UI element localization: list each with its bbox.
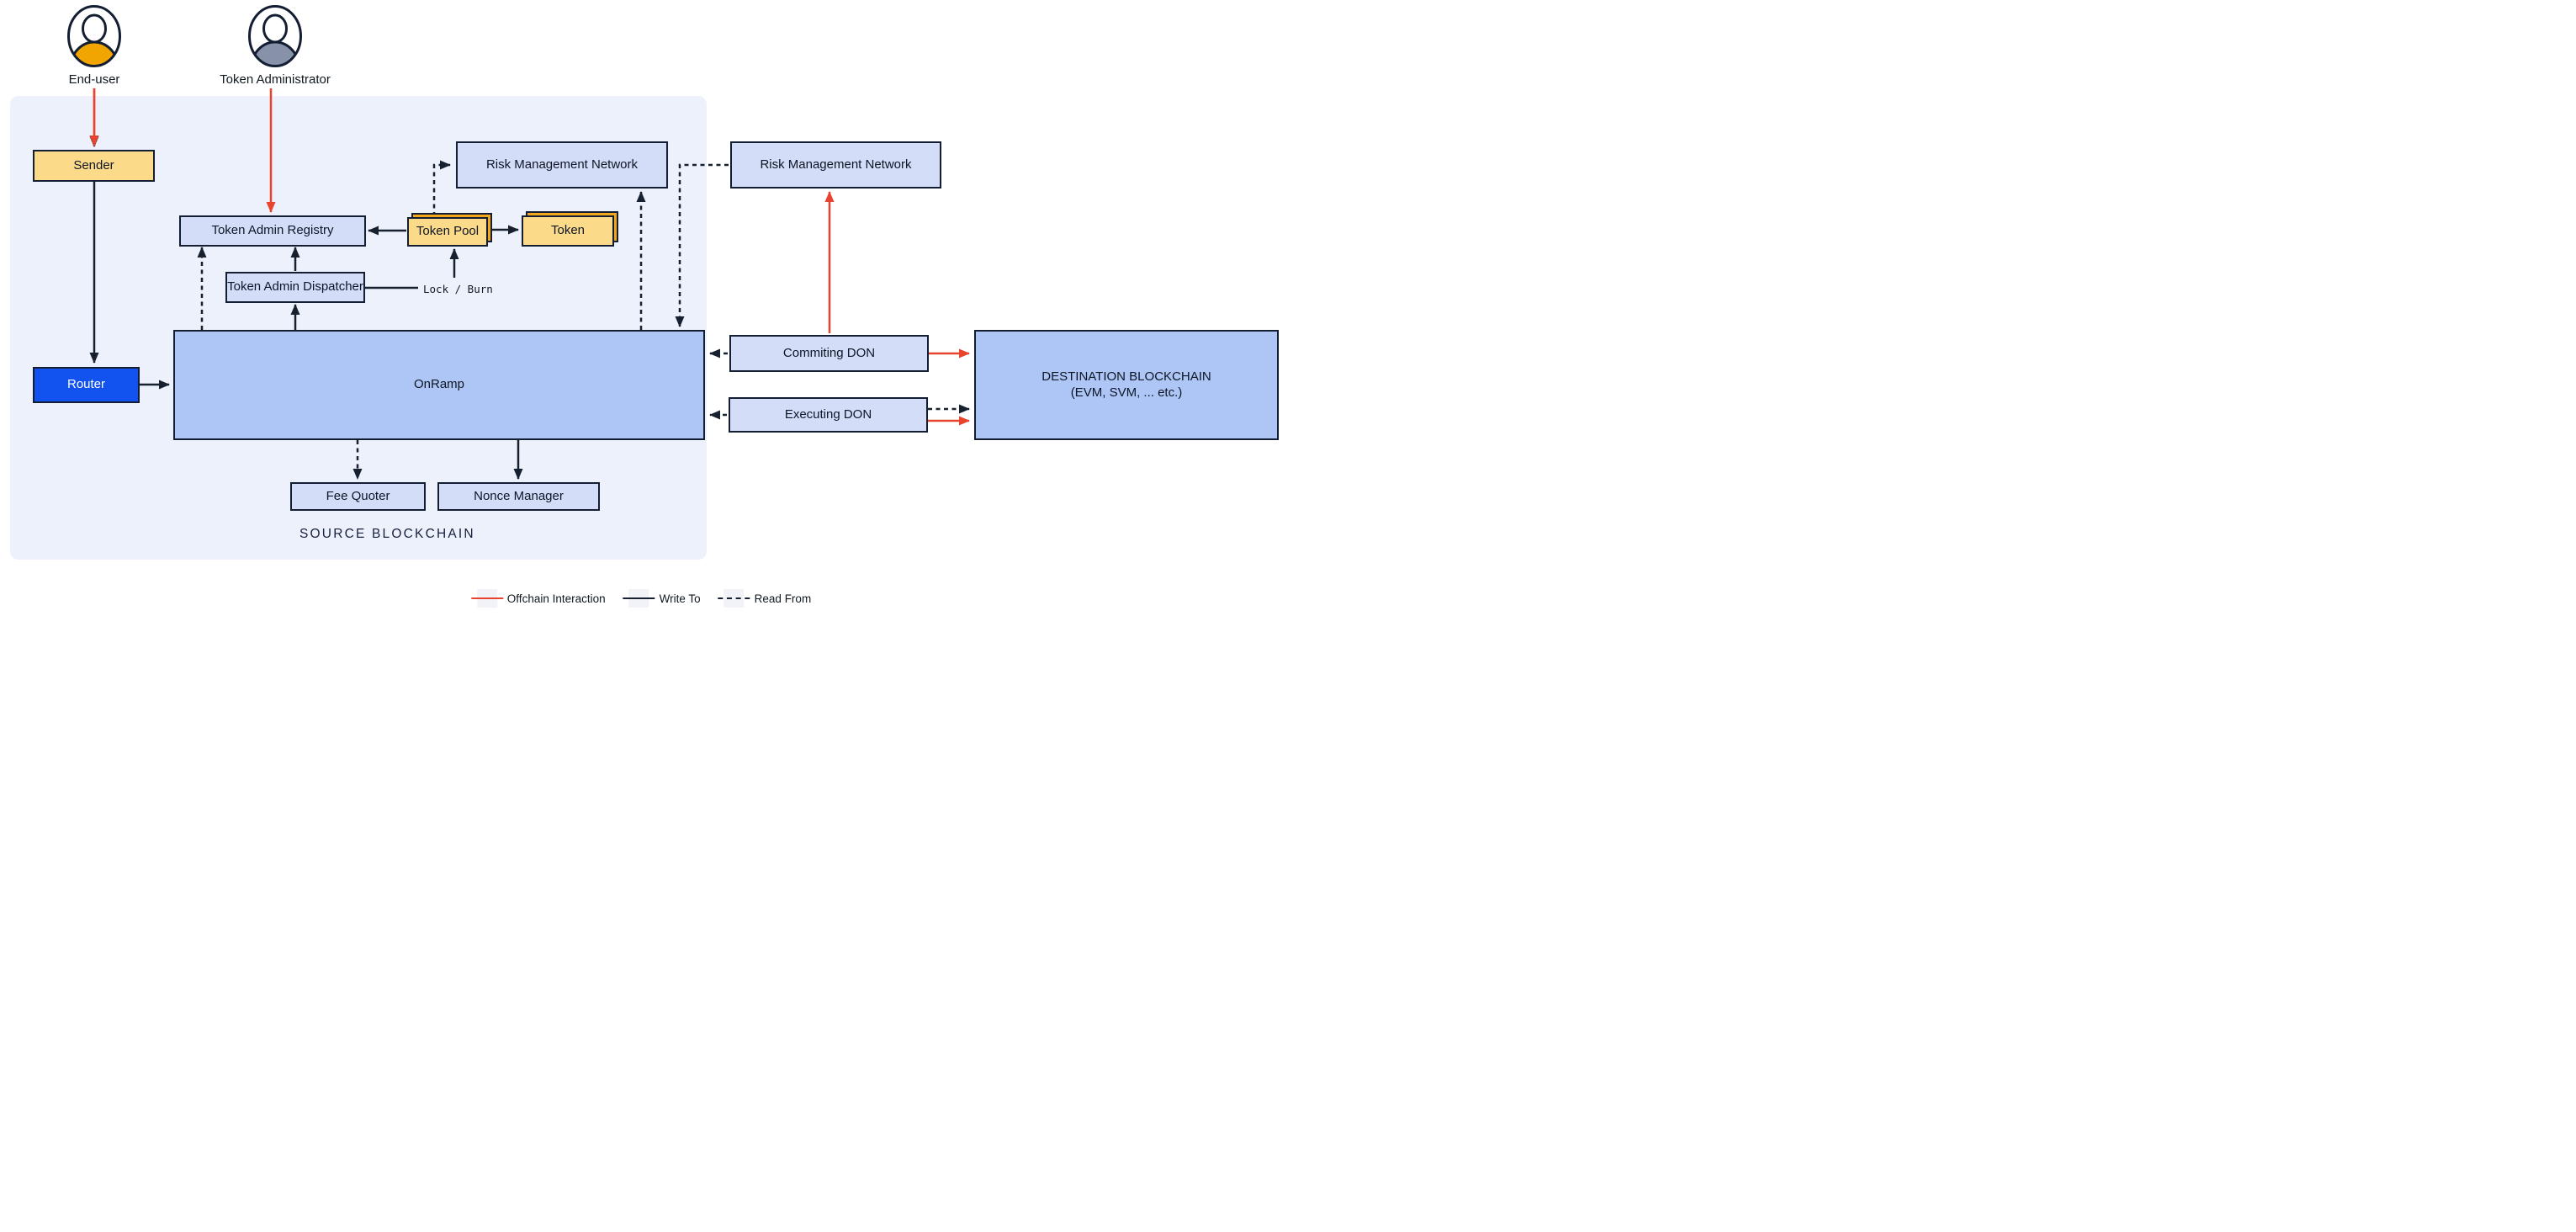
nonce-manager-node: Nonce Manager — [437, 482, 600, 511]
legend-item-offchain: Offchain Interaction — [470, 589, 606, 608]
fee-quoter-node: Fee Quoter — [290, 482, 426, 511]
token-admin-dispatcher-node: Token Admin Dispatcher — [225, 272, 365, 303]
token-admin-dispatcher-label: Token Admin Dispatcher — [227, 279, 363, 295]
router-label: Router — [66, 377, 106, 392]
token-admin-registry-node: Token Admin Registry — [179, 215, 366, 247]
token-administrator-outline — [248, 5, 302, 67]
legend-item-write-to: Write To — [623, 589, 701, 608]
risk-management-network-right-node: Risk Management Network — [730, 141, 941, 189]
onramp-node: OnRamp — [173, 330, 705, 440]
legend-item-read-from: Read From — [718, 589, 812, 608]
token-admin-registry-label: Token Admin Registry — [211, 223, 334, 238]
commiting-don-node: Commiting DON — [729, 335, 929, 372]
onramp-label: OnRamp — [413, 377, 465, 392]
read-from-line-icon — [718, 589, 750, 608]
legend-read-from-label: Read From — [754, 592, 812, 605]
offchain-line-icon — [470, 589, 503, 608]
legend-offchain-label: Offchain Interaction — [506, 592, 606, 605]
source-blockchain-caption: SOURCE BLOCKCHAIN — [299, 527, 475, 541]
fee-quoter-label: Fee Quoter — [326, 488, 390, 503]
destination-blockchain-label-line1: DESTINATION BLOCKCHAIN — [1042, 369, 1211, 384]
token-label: Token — [550, 223, 586, 238]
end-user-head — [82, 13, 107, 44]
destination-blockchain-label-line2: (EVM, SVM, ... etc.) — [1070, 385, 1183, 400]
token-pool-label: Token Pool — [416, 224, 480, 239]
commiting-don-label: Commiting DON — [782, 345, 876, 360]
end-user-label: End-user — [68, 72, 120, 87]
token-administrator-head — [262, 13, 288, 44]
router-node: Router — [33, 367, 140, 403]
risk-management-network-left-node: Risk Management Network — [456, 141, 668, 189]
end-user-outline — [67, 5, 121, 67]
executing-don-node: Executing DON — [729, 397, 928, 433]
lock-burn-note: Lock / Burn — [423, 283, 493, 295]
sender-label: Sender — [73, 157, 114, 173]
legend-write-to-label: Write To — [659, 592, 701, 605]
diagram-canvas: End-user Token Administrator Sender Rout… — [0, 0, 1288, 616]
destination-blockchain-node: DESTINATION BLOCKCHAIN (EVM, SVM, ... et… — [974, 330, 1279, 440]
token-pool-node: Token Pool — [407, 217, 488, 247]
write-to-line-icon — [623, 589, 655, 608]
token-administrator-label: Token Administrator — [220, 72, 331, 87]
legend: Offchain Interaction Write To Read From — [470, 589, 812, 608]
risk-management-network-right-label: Risk Management Network — [760, 157, 912, 172]
token-administrator-avatar — [248, 5, 302, 67]
token-node: Token — [522, 215, 614, 247]
executing-don-label: Executing DON — [784, 406, 872, 422]
nonce-manager-label: Nonce Manager — [474, 488, 564, 503]
end-user-avatar — [67, 5, 121, 67]
sender-node: Sender — [33, 150, 155, 182]
risk-management-network-left-label: Risk Management Network — [485, 157, 639, 172]
